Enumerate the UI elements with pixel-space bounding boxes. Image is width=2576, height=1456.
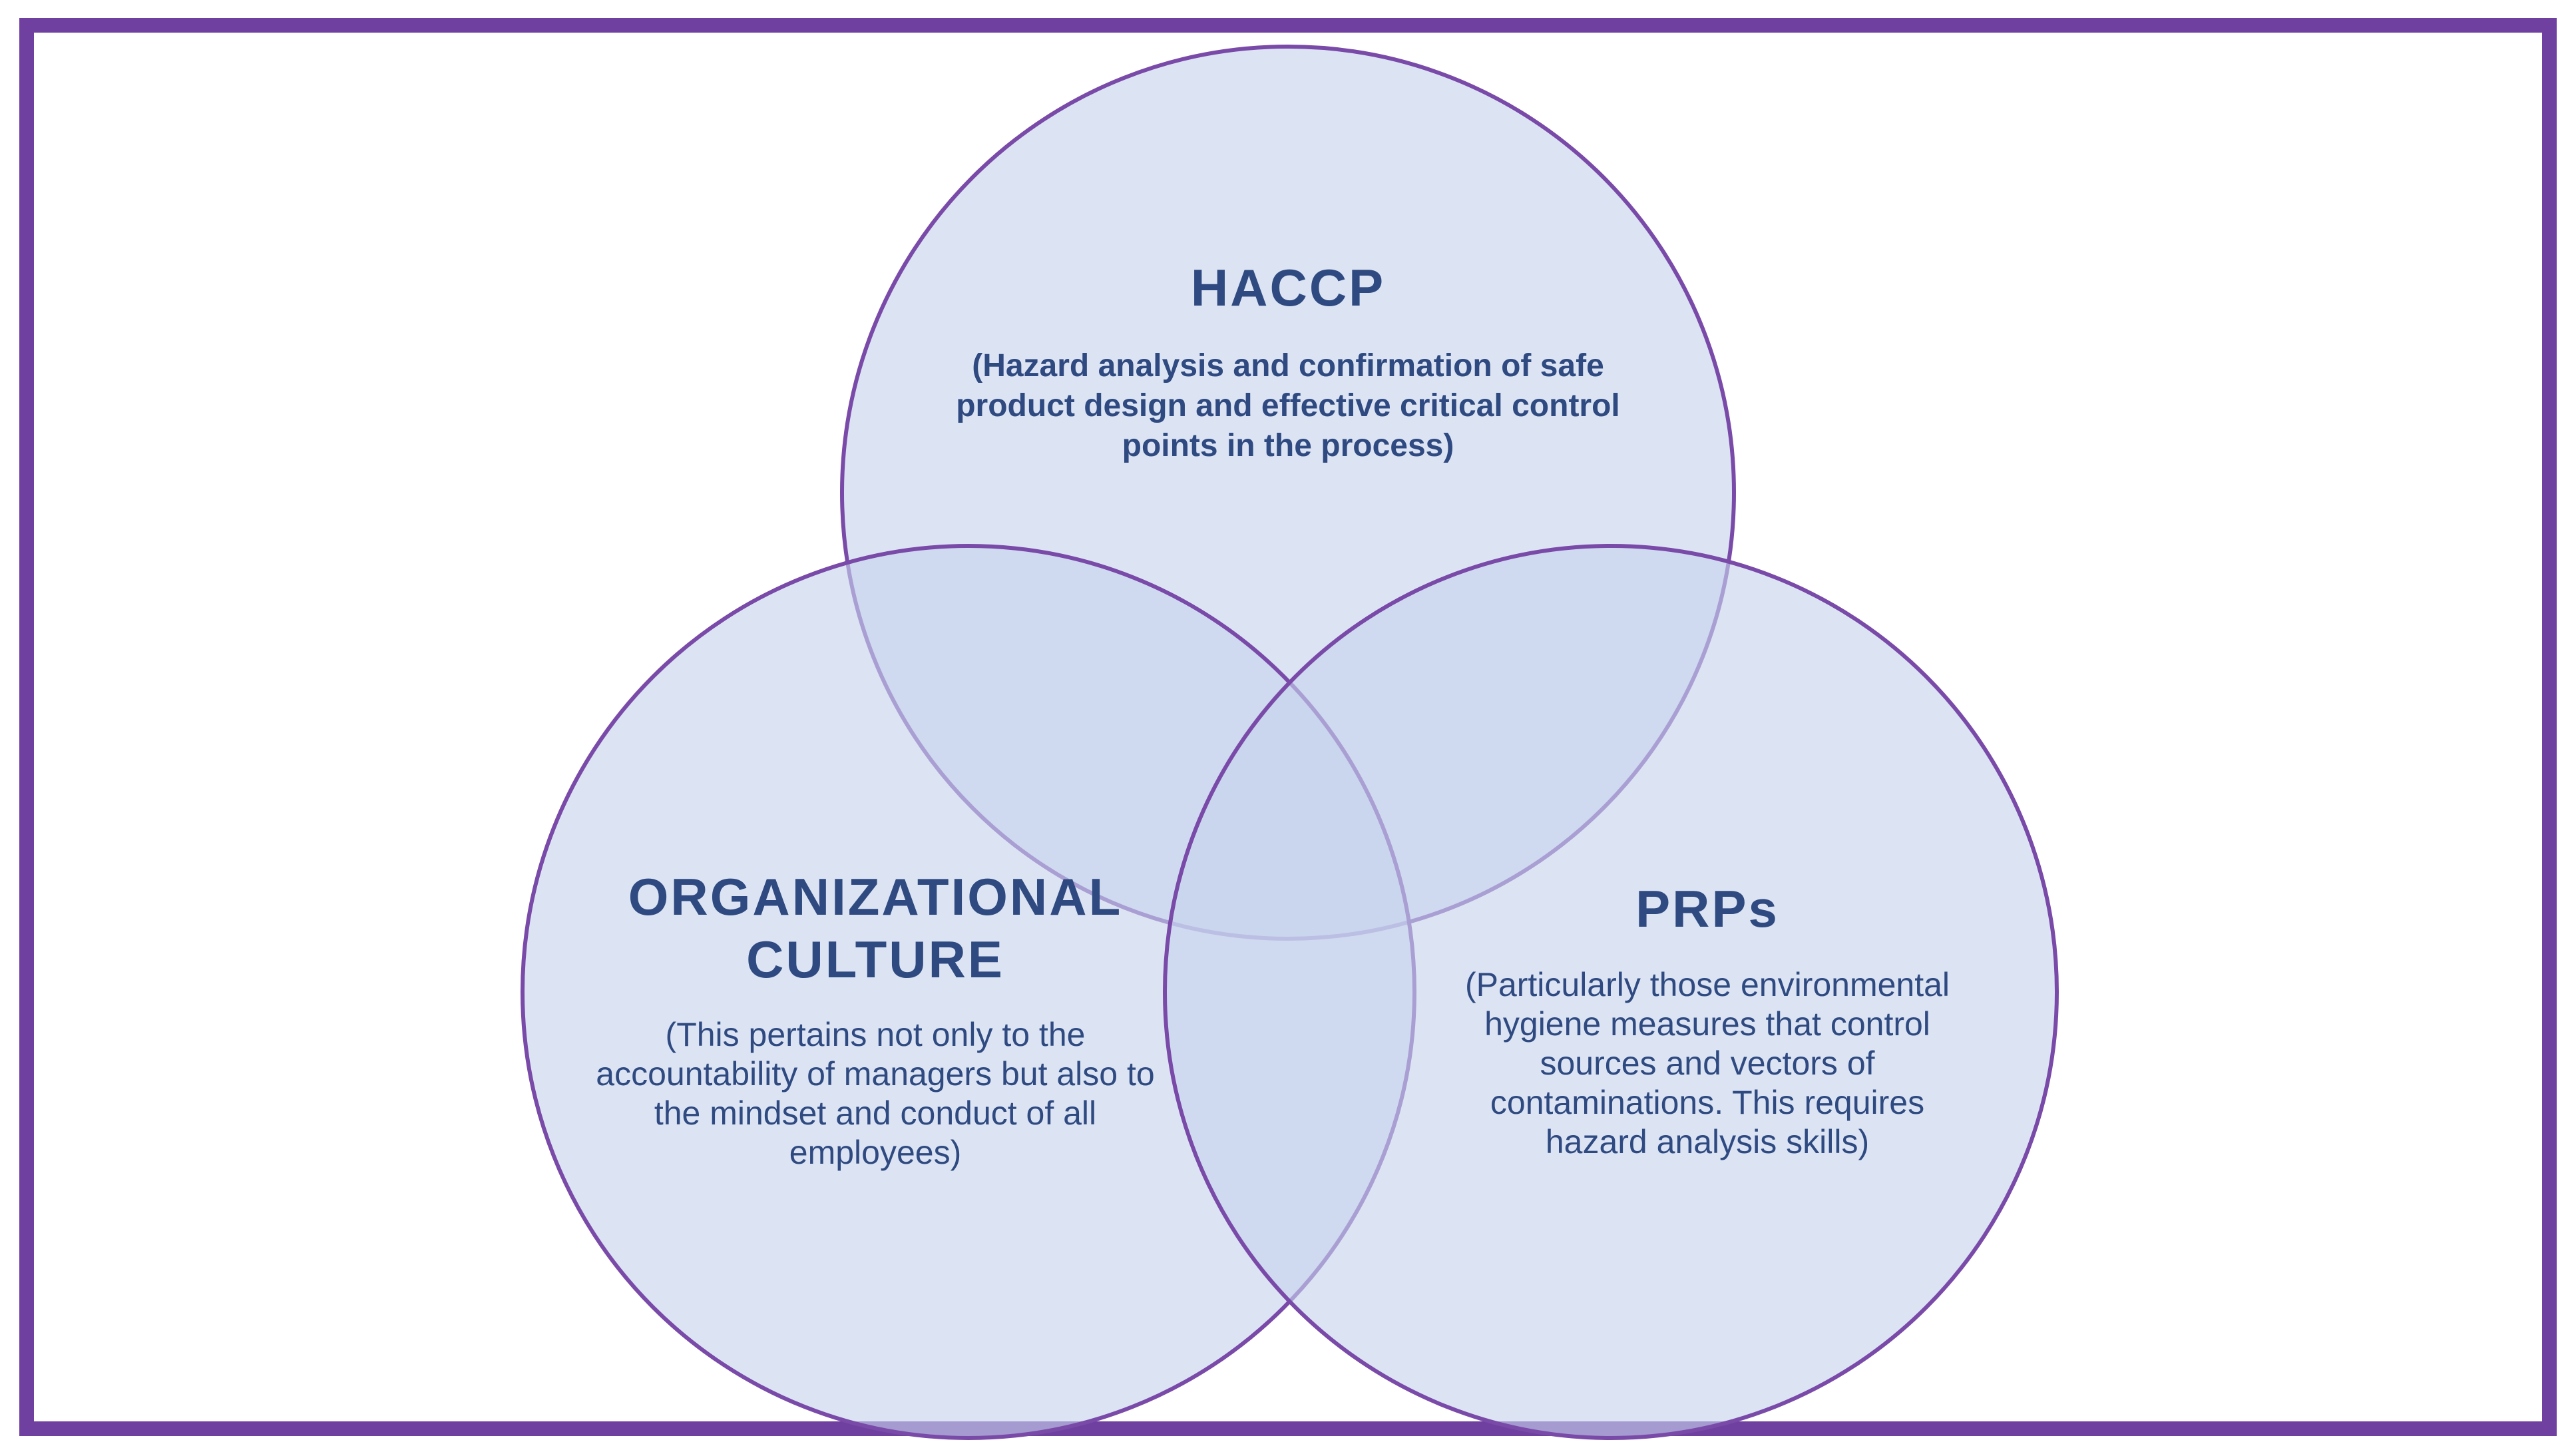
prps-title: PRPs xyxy=(1635,879,1779,938)
haccp-description: (Hazard analysis and confirmation of saf… xyxy=(956,348,1620,463)
prps-description: (Particularly those environmental hygien… xyxy=(1464,966,1950,1160)
organizational-culture-title: ORGANIZATIONAL CULTURE xyxy=(628,867,1123,989)
haccp-title: HACCP xyxy=(1190,258,1386,317)
circle-prps xyxy=(1163,544,2059,1440)
organizational-culture-description: (This pertains not only to the accountab… xyxy=(596,1016,1155,1171)
